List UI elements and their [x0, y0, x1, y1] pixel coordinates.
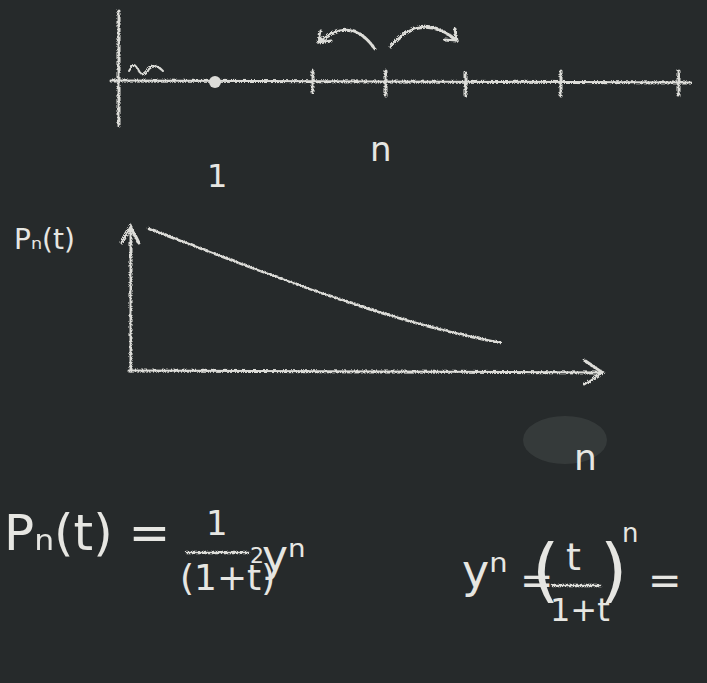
formula-text: yⁿ — [262, 534, 306, 578]
axis-label: Pₙ(t) — [14, 226, 75, 254]
x-axis — [128, 370, 600, 372]
arrowhead — [444, 28, 456, 40]
formula-text: t — [566, 538, 581, 576]
y-axis — [129, 228, 132, 370]
arrowhead — [318, 30, 330, 42]
exponent: n — [622, 520, 638, 546]
tick — [559, 70, 562, 95]
fraction-bar — [186, 551, 248, 554]
position-label: n — [370, 132, 392, 166]
scribble — [128, 65, 162, 74]
lattice-axis — [110, 80, 690, 82]
formula-text: yⁿ — [462, 548, 508, 594]
tick — [384, 70, 387, 95]
formula-text: = — [648, 560, 682, 600]
decay-curve — [148, 228, 500, 342]
tick — [677, 70, 680, 95]
formula-text: Pₙ(t) = — [4, 508, 170, 558]
hop-arrow-left — [318, 29, 374, 48]
arrowhead — [121, 226, 138, 242]
hop-arrow-right — [390, 26, 456, 46]
arrowhead — [584, 360, 602, 384]
exponent: 2 — [250, 545, 264, 567]
particle-dot — [209, 76, 221, 88]
tick — [311, 70, 314, 92]
axis-label: n — [574, 440, 597, 476]
position-label: 1 — [207, 160, 227, 192]
tick — [464, 72, 467, 95]
origin-line — [117, 10, 120, 125]
formula-text: 1 — [206, 506, 228, 540]
